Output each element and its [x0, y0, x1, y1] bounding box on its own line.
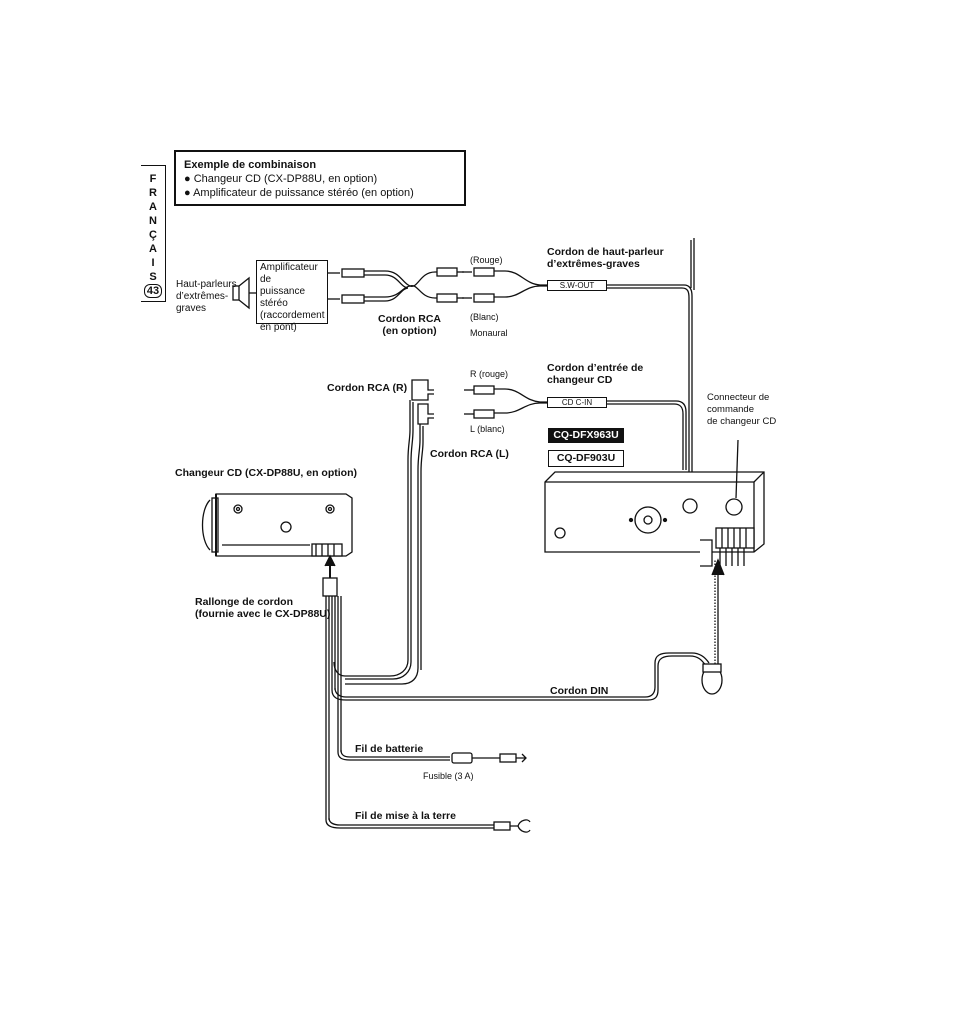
- ground-wire-label: Fil de mise à la terre: [355, 810, 456, 822]
- cd-changer-label: Changeur CD (CX-DP88U, en option): [175, 467, 358, 479]
- tab-letter: A: [149, 201, 157, 213]
- fuse-label: Fusible (3 A): [423, 771, 474, 781]
- battery-wire-cable: [337, 749, 527, 764]
- extension-cord-cable: [322, 577, 342, 820]
- tab-letter: S: [149, 271, 157, 283]
- ground-wire-cable: [325, 817, 531, 833]
- subwoofer-cord-cable: [462, 267, 693, 505]
- speakers-label: Haut-parleurs d’extrêmes- graves: [176, 279, 237, 314]
- example-title: Exemple de combinaison: [184, 159, 317, 171]
- example-box: Exemple de combinaison ● Changeur CD (CX…: [174, 150, 466, 206]
- rca-cord-optional-label: Cordon RCA (en option): [378, 313, 441, 337]
- monaural-label: Monaural: [470, 328, 508, 338]
- example-item: ● Changeur CD (CX-DP88U, en option): [184, 173, 378, 185]
- tab-letter: F: [149, 173, 157, 185]
- tab-letter: N: [149, 215, 157, 227]
- head-unit: [544, 439, 765, 567]
- tab-letter: A: [149, 243, 157, 255]
- model-cq-dfx963u-badge: CQ-DFX963U: [548, 428, 624, 443]
- rouge-label: (Rouge): [470, 255, 503, 265]
- language-side-tab: F R A N Ç A I S 43: [141, 165, 166, 302]
- extension-cord-label: Rallonge de cordon (fournie avec le CX-D…: [195, 596, 331, 620]
- r-rouge-label: R (rouge): [470, 369, 509, 379]
- model-cq-df903u-badge: CQ-DF903U: [548, 450, 624, 467]
- sw-out-tag: S.W-OUT: [547, 280, 607, 291]
- subwoofer-cord-label: Cordon de haut-parleur d’extrêmes-graves: [547, 246, 664, 270]
- rca-cord-optional-cable: [328, 267, 464, 304]
- blanc-label: (Blanc): [470, 312, 499, 322]
- din-cord-cable: [331, 652, 723, 701]
- tab-letter: R: [149, 187, 157, 199]
- page-number: 43: [143, 284, 163, 298]
- cd-input-cord-label: Cordon d’entrée de changeur CD: [547, 362, 644, 386]
- tab-letter: I: [151, 257, 155, 269]
- example-item: ● Amplificateur de puissance stéréo (en …: [184, 187, 414, 199]
- amplifier-box: Amplificateur de puissance stéréo (racco…: [256, 260, 328, 333]
- battery-wire-label: Fil de batterie: [355, 743, 424, 755]
- rca-r-label: Cordon RCA (R): [327, 382, 408, 394]
- rca-l-label: Cordon RCA (L): [430, 448, 509, 460]
- din-cord-label: Cordon DIN: [550, 685, 609, 697]
- cd-input-cord-cable: [464, 385, 687, 470]
- controller-connector-label: Connecteur de commande de changeur CD: [707, 392, 777, 427]
- cd-changer-unit: [201, 493, 353, 557]
- cd-c-in-tag: CD C-IN: [547, 397, 607, 408]
- l-blanc-label: L (blanc): [470, 424, 505, 434]
- tab-letter: Ç: [149, 229, 157, 241]
- language-letters: F R A N Ç A I S: [149, 172, 157, 284]
